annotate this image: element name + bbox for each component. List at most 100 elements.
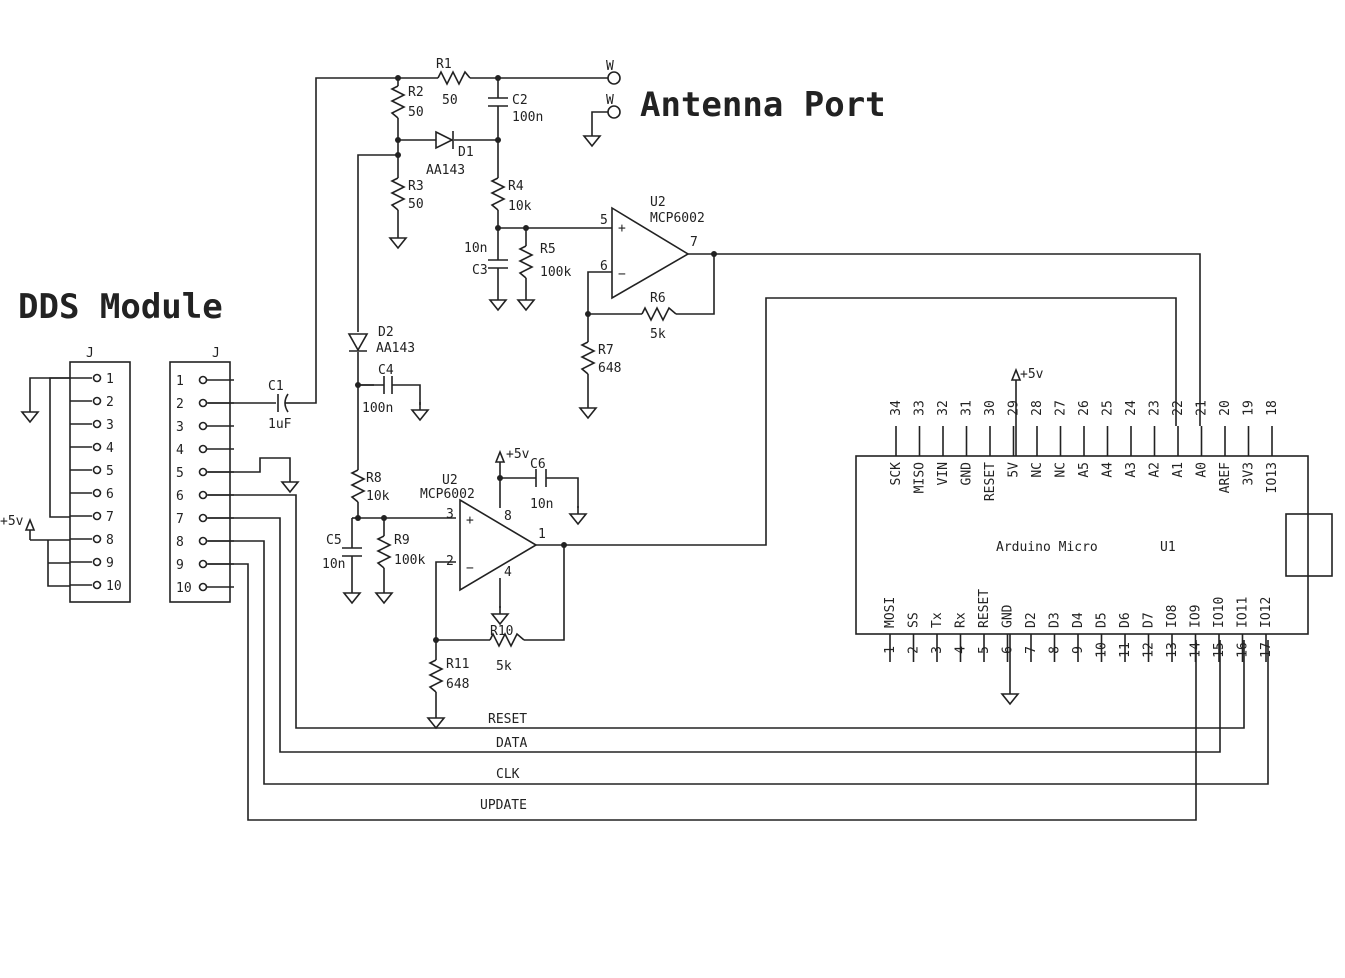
arduino-bottom-pin-name: IO12 — [1259, 597, 1274, 628]
connector-right-pin-dot — [198, 490, 208, 500]
arduino-bottom-pin-name: IO8 — [1165, 605, 1180, 628]
svg-text:100n: 100n — [512, 110, 543, 125]
svg-text:648: 648 — [446, 677, 469, 692]
connector-right-pin-dot — [198, 421, 208, 431]
connector-left-pin-label: 9 — [106, 556, 114, 571]
connector-right-pin-dot — [198, 398, 208, 408]
svg-text:+5v: +5v — [506, 447, 530, 462]
connector-right-pin-label: 5 — [176, 466, 184, 481]
svg-text:W: W — [606, 59, 614, 74]
connector-left-pin-label: 1 — [106, 372, 114, 387]
svg-text:Arduino Micro: Arduino Micro — [996, 540, 1098, 555]
svg-text:10k: 10k — [508, 199, 532, 214]
connector-right-pin-label: 4 — [176, 443, 184, 458]
svg-text:C6: C6 — [530, 457, 546, 472]
svg-text:J: J — [212, 346, 220, 361]
connector-left-pin-dot — [92, 511, 102, 521]
capacitor-c6: C6 10n — [530, 457, 553, 512]
arduino-bottom-pin-name: Rx — [954, 612, 969, 628]
connector-left-pin-label: 6 — [106, 487, 114, 502]
arduino-bottom-pin-number: 10 — [1095, 642, 1110, 658]
resistor-r9: R9 100k — [376, 533, 425, 569]
resistor-r11: R11 648 — [428, 657, 469, 693]
svg-text:U2: U2 — [442, 473, 458, 488]
arduino-top-pin-number: 33 — [913, 400, 928, 416]
arduino-top-pin-number: 18 — [1265, 400, 1280, 416]
power-5v-u2b: +5v — [494, 447, 530, 463]
resistor-r2: R2 50 — [390, 85, 424, 120]
svg-text:10k: 10k — [366, 489, 390, 504]
arduino-top-pin-name: A2 — [1148, 462, 1163, 478]
arduino-top-pin-number: 19 — [1242, 400, 1257, 416]
arduino-top-pin-name: RESET — [983, 462, 998, 501]
arduino-bottom-pin-number: 15 — [1212, 642, 1227, 658]
arduino-top-pin-number: 25 — [1101, 400, 1116, 416]
connector-right-pin-label: 8 — [176, 535, 184, 550]
arduino-top-pin-name: AREF — [1218, 462, 1233, 493]
arduino-top-pin-name: GND — [960, 462, 975, 486]
svg-text:5: 5 — [600, 213, 608, 228]
svg-text:R6: R6 — [650, 291, 666, 306]
arduino-top-pin-number: 21 — [1195, 400, 1210, 416]
resistor-r10: R10 5k — [489, 624, 525, 674]
arduino-top-pin-number: 20 — [1218, 400, 1233, 416]
arduino-top-pin-name: A1 — [1171, 462, 1186, 478]
svg-text:R1: R1 — [436, 57, 452, 72]
opamp-u2a: + − 5 6 7 U2 MCP6002 — [600, 195, 705, 300]
arduino-bottom-pin-number: 8 — [1048, 646, 1063, 654]
svg-text:C1: C1 — [268, 379, 284, 394]
svg-text:R10: R10 — [490, 624, 513, 639]
arduino-bottom-pin-name: RESET — [977, 589, 992, 628]
svg-text:50: 50 — [408, 197, 424, 212]
arduino-top-pin-number: 31 — [960, 400, 975, 416]
connector-left-pin-dot — [92, 557, 102, 567]
power-5v-connector: +5v — [0, 514, 36, 540]
arduino-top-pin-name: IO13 — [1265, 462, 1280, 493]
svg-text:50: 50 — [408, 105, 424, 120]
signal-update-label: UPDATE — [480, 798, 527, 813]
svg-text:1uF: 1uF — [268, 417, 292, 432]
connector-left-pin-dot — [92, 465, 102, 475]
arduino-bottom-pin-number: 4 — [954, 646, 969, 654]
connector-right-pin-label: 6 — [176, 489, 184, 504]
ground-symbols — [21, 127, 1019, 729]
arduino-bottom-pin-number: 7 — [1024, 646, 1039, 654]
arduino-bottom-pin-number: 17 — [1259, 642, 1274, 658]
svg-text:+: + — [466, 513, 474, 528]
connector-right-pin-label: 2 — [176, 397, 184, 412]
svg-text:C3: C3 — [472, 263, 488, 278]
diode-d1: D1 AA143 — [426, 130, 474, 178]
arduino-bottom-pin-number: 12 — [1142, 642, 1157, 658]
svg-text:−: − — [618, 267, 626, 282]
connector-right-pin-dot — [198, 536, 208, 546]
connector-left-pin-dot — [92, 488, 102, 498]
svg-text:50: 50 — [442, 93, 458, 108]
arduino-top-pin-number: 26 — [1077, 400, 1092, 416]
svg-text:648: 648 — [598, 361, 621, 376]
connector-right-pin-dot — [198, 467, 208, 477]
antenna-terminals: W W — [606, 59, 621, 119]
connector-left-pin-dot — [92, 419, 102, 429]
arduino-top-pin-name: 5V — [1007, 462, 1022, 478]
connector-left-pin-dot — [92, 396, 102, 406]
arduino-bottom-pin-name: SS — [907, 612, 922, 628]
svg-text:R3: R3 — [408, 179, 424, 194]
resistor-r7: R7 648 — [580, 341, 621, 376]
arduino-top-pin-name: NC — [1030, 462, 1045, 478]
svg-text:AA143: AA143 — [426, 163, 465, 178]
connector-right-pin-dot — [198, 444, 208, 454]
svg-text:5k: 5k — [496, 659, 512, 674]
connector-left-pin-label: 2 — [106, 395, 114, 410]
svg-text:C5: C5 — [326, 533, 342, 548]
arduino-bottom-pin-number: 3 — [930, 646, 945, 654]
arduino-micro: Arduino Micro U1 34SCK33MISO32VIN31GND30… — [855, 400, 1333, 662]
arduino-top-pin-name: VIN — [936, 462, 951, 485]
diode-d2: D2 AA143 — [347, 325, 415, 356]
arduino-bottom-pin-number: 1 — [883, 646, 898, 654]
resistor-r5: R5 100k — [518, 242, 571, 280]
arduino-top-pin-number: 22 — [1171, 400, 1186, 416]
signal-reset-label: RESET — [488, 712, 527, 727]
arduino-top-pin-name: NC — [1054, 462, 1069, 478]
svg-text:R2: R2 — [408, 85, 424, 100]
